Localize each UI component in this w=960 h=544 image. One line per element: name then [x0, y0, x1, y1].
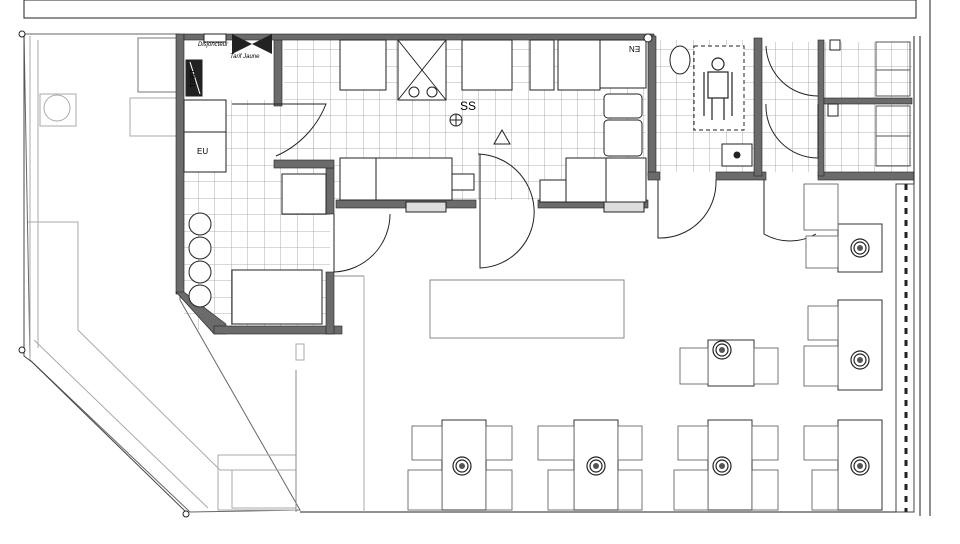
circle-stack	[188, 212, 212, 308]
dining-chairs	[407, 183, 839, 511]
door-swings	[232, 45, 819, 273]
posts	[18, 30, 653, 518]
tarif-jaune-label: Tarif Jaune	[230, 54, 260, 60]
wheelchair-icon	[703, 57, 733, 120]
restroom-fixtures	[669, 39, 841, 167]
window-strip	[895, 183, 915, 513]
eu-label: EU	[197, 147, 209, 156]
kitchen-equipment	[183, 39, 647, 325]
en-label: EN	[629, 44, 641, 53]
ss-label: SS	[460, 99, 477, 113]
hazard-triangle-icon	[449, 113, 511, 145]
top-border	[23, 0, 917, 19]
electrical-panel-icon	[203, 33, 272, 54]
stall-partitions	[875, 41, 911, 167]
disjoncteur-label: Disjoncteur	[198, 42, 229, 48]
tgbt-label: TGBT	[189, 69, 197, 88]
